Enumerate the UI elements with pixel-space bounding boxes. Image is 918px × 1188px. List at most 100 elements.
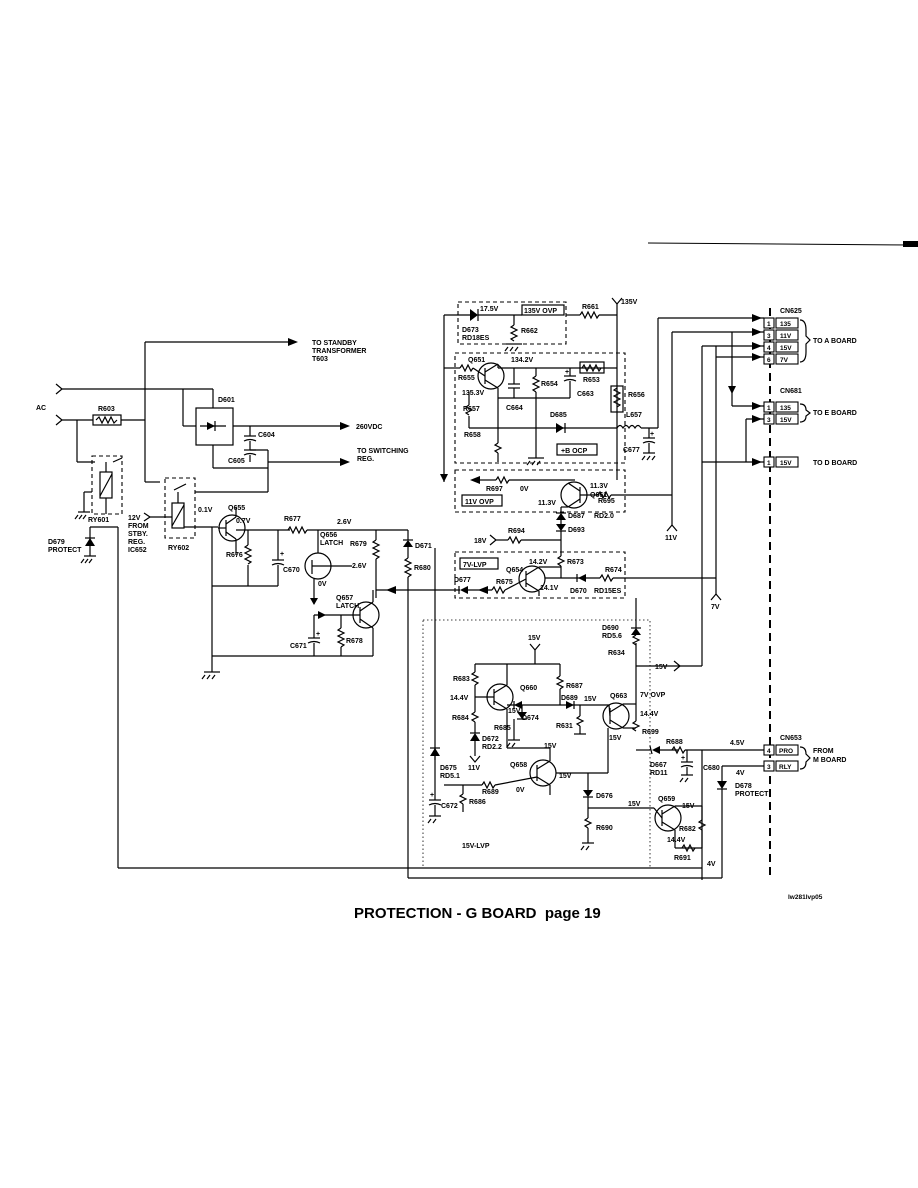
d678-label-1: PROTECT [735,791,769,798]
q659-c-voltage: 15V [628,801,641,808]
q655-c-voltage: 0.7V [236,518,251,525]
v7-out-label: 7V [711,604,720,611]
q658-c-voltage: 15V [544,743,557,750]
r686-label: R686 [469,799,486,806]
r676-label: R676 [226,552,243,559]
r631-label: R631 [556,723,573,730]
q663-label: Q663 [610,693,627,700]
r690-label: R690 [596,825,613,832]
pro-voltage: 4.5V [730,740,745,747]
relay-ry601 [91,455,123,515]
svg-text:+: + [430,792,434,799]
q657-b-voltage: 0V [318,581,327,588]
r654-label: R654 [541,381,558,388]
d689-label: D689 [561,695,578,702]
lvp7-label: 7V-LVP [463,562,487,569]
c664-label: C664 [506,405,523,412]
v15-in-label: 15V [655,664,668,671]
resistor-r653 [579,361,605,374]
lvp-7v-section: 18V R694 7V-LVP R673 Q654 14.2V 14.1V D6… [435,346,722,611]
d601-label: D601 [218,397,235,404]
q661-label: Q661 [590,492,607,499]
cn653-label: CN653 [780,735,802,742]
cn653-pin-0-num: 4 [767,748,771,755]
cn653-pin-1-label: RLY [779,764,792,771]
r684-label: R684 [452,715,469,722]
q657-label-0: Q657 [336,595,353,602]
pro-rly-section: D667 RD11 R688 4.5V + C680 4V D678 PROTE… [117,527,769,880]
q660-b-voltage: 14.4V [450,695,469,702]
c670-label: C670 [283,567,300,574]
switching-label-0: TO SWITCHING [357,448,409,455]
relay-ry602 [164,477,196,539]
r677-label: R677 [284,516,301,523]
v11-out-label: 11V [665,535,677,542]
v18-label: 18V [474,538,487,545]
cn681-label: CN681 [780,388,802,395]
d673-voltage: 17.5V [480,306,499,313]
d679-label-1: PROTECT [48,547,82,554]
r679-label: R679 [350,541,367,548]
latch-top-voltage: 2.6V [337,519,352,526]
ovp-135v-section: 135V OVP 17.5V D673 RD18ES R662 R661 135… [444,297,638,480]
d677-label: D677 [454,577,471,584]
d676-label: D676 [596,793,613,800]
cn625-dest: TO A BOARD [813,338,857,345]
transistor-q654 [518,565,546,593]
q656-e-voltage: 2.6V [352,563,367,570]
d674-label: D674 [522,715,539,722]
cn681-pin-0-label: 135 [780,405,791,412]
r653-label: R653 [583,377,600,384]
cn653-pin-1-num: 3 [767,764,771,771]
d673-label-0: D673 [462,327,479,334]
d693-label: D693 [568,527,585,534]
ry602-label: RY602 [168,545,189,552]
cn653-src-1: M BOARD [813,757,846,764]
connector-cn681: CN681 1 135 3 15V TO E BOARD 1 15V TO D … [702,388,857,468]
d670-label-1: RD15ES [594,588,622,595]
r656-label: R656 [628,392,645,399]
transistor-q663 [602,702,630,730]
ovp7-label: 7V OVP [640,692,666,699]
standby-label-1: TRANSFORMER [312,348,366,355]
r687-label: R687 [566,683,583,690]
connector-cn653: CN653 4 PRO 3 RLY FROM M BOARD [763,735,846,772]
d675-label-0: D675 [440,765,457,772]
r603-label: R603 [98,406,115,413]
cn625-pin-1-num: 3 [767,333,771,340]
drawing-code: lw281lvp05 [788,894,823,901]
resistor-r656 [610,385,624,413]
r673-label: R673 [567,559,584,566]
svg-text:+: + [280,551,284,558]
rly-voltage: 4V [736,770,745,777]
page-edge-mark [903,241,918,247]
ovp135-label: 135V OVP [524,308,557,315]
cn625-pin-0-num: 1 [767,321,771,328]
l657-label: L657 [626,412,642,419]
switching-label-1: REG. [357,456,374,463]
r661-label: R661 [582,304,599,311]
dc260-label: 260VDC [356,424,382,431]
v135-supply-label: 135V [621,299,638,306]
r634-label: R634 [608,650,625,657]
q651-e-voltage: 135.3V [462,390,485,397]
svg-text:+: + [316,631,320,638]
q658-b-voltage: 15V [559,773,572,780]
q651-label: Q651 [468,357,485,364]
r678-label: R678 [346,638,363,645]
cn653-src-0: FROM [813,748,834,755]
d667-label-1: RD11 [650,770,668,777]
q658-e-voltage: 0V [516,787,525,794]
q660-label: Q660 [520,685,537,692]
c605-label: C605 [228,458,245,465]
cn681-pin-2-num: 1 [767,460,771,467]
d672-voltage: 11V [468,765,480,772]
transistor-q658 [529,759,557,787]
d690-label-0: D690 [602,625,619,632]
q654-e-voltage: 14.1V [540,585,559,592]
standby-label-2: T603 [312,356,328,363]
d690-label-1: RD5.6 [602,633,622,640]
c663-label: C663 [577,391,594,398]
q663-b-voltage: 15V [584,696,597,703]
